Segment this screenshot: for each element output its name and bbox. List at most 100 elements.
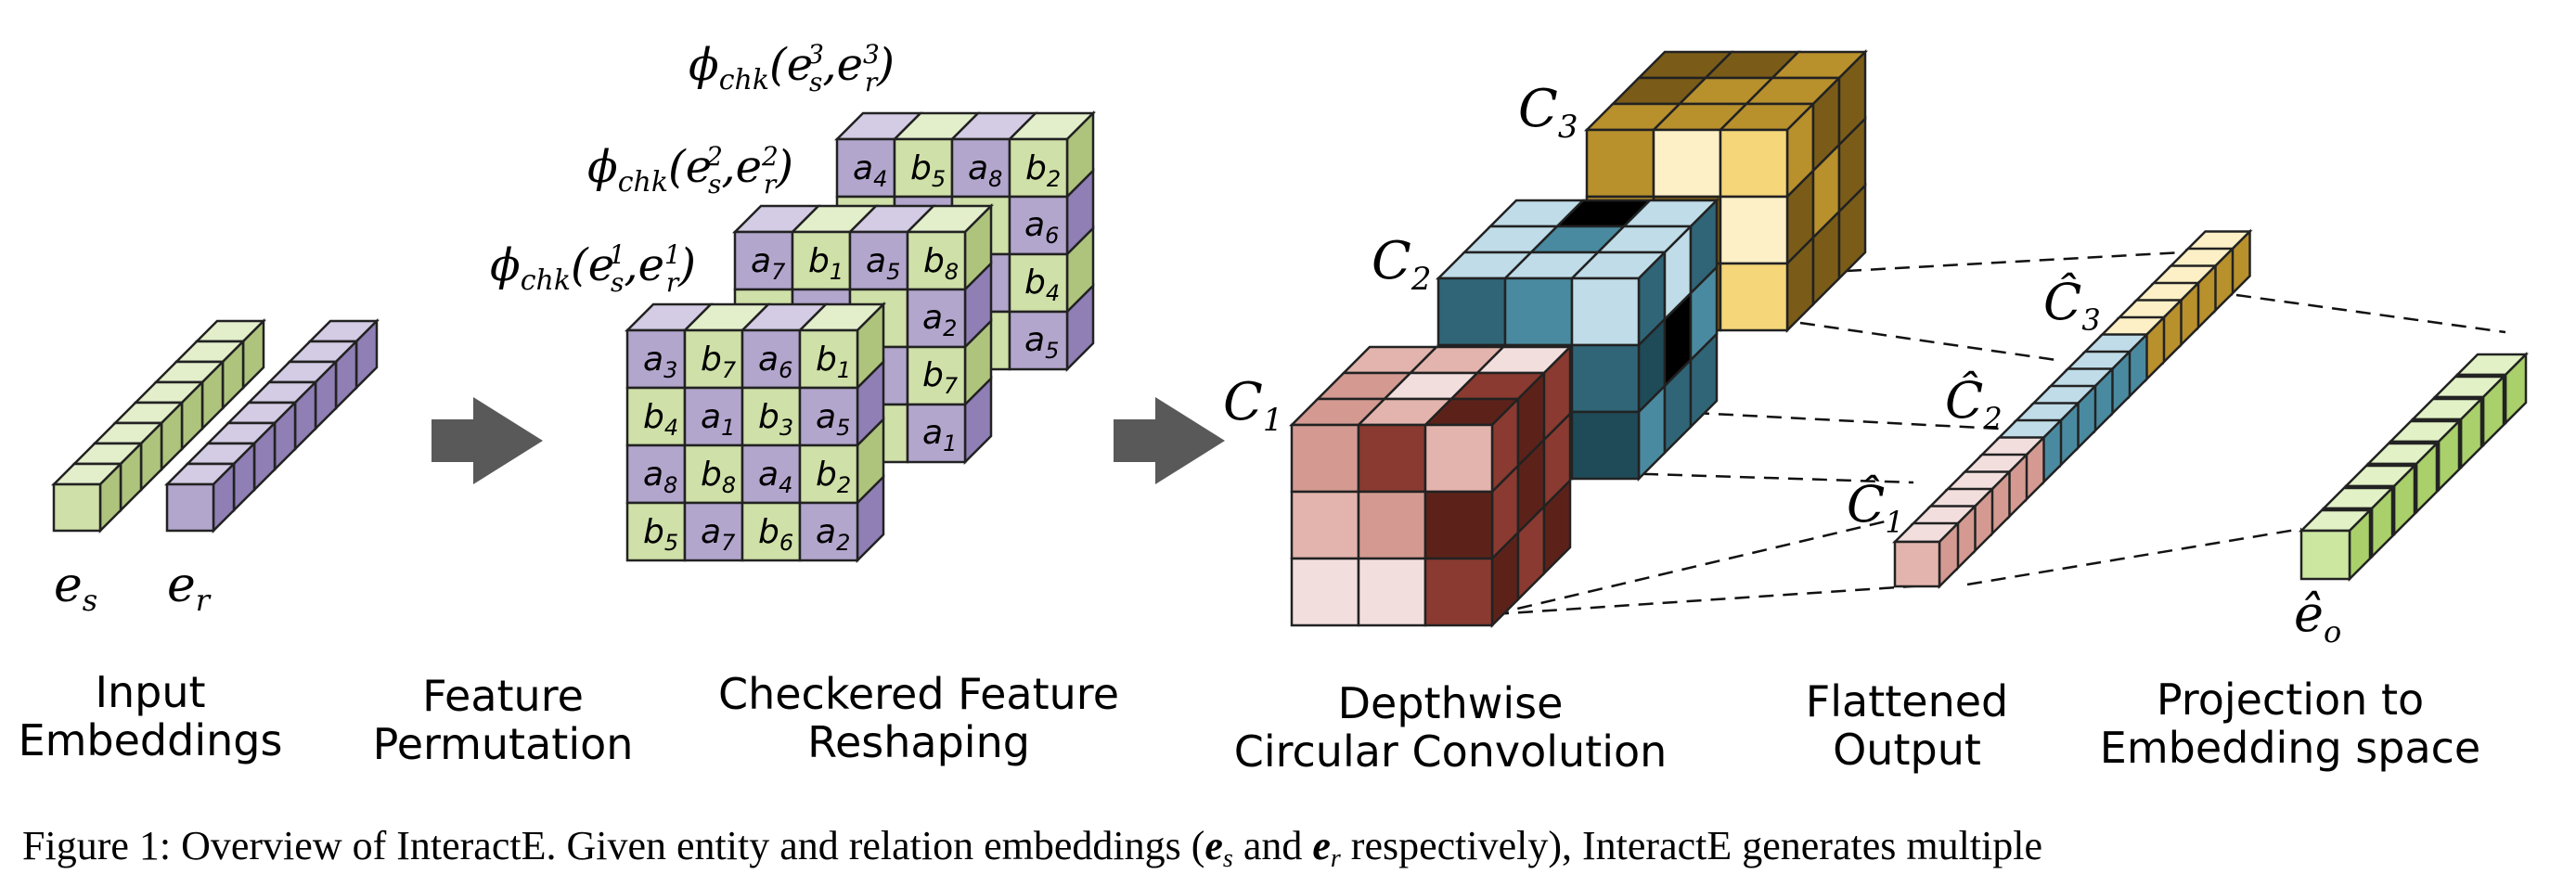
cube-c1 — [1288, 343, 1574, 629]
stack-front-cell-text: b7 — [701, 341, 737, 383]
cube-c1-front — [1423, 423, 1494, 494]
stack-middle-right-text: a1 — [922, 414, 957, 456]
dashed-line-5 — [1493, 583, 1940, 616]
stack-back-cell — [835, 137, 896, 199]
stack-front-cell — [625, 328, 687, 390]
stack-front-cell-text: a4 — [758, 456, 792, 498]
stack-middle-cell-text: a5 — [866, 242, 900, 285]
convolution-cubes — [1288, 48, 1869, 629]
stack-front-cell — [625, 386, 687, 447]
es-label: es — [54, 558, 97, 618]
cube-c1-front — [1290, 423, 1360, 494]
stack-front-cell-text: a3 — [643, 341, 677, 383]
cube-c1-front — [1357, 490, 1427, 560]
stack-front-cell-text: a8 — [643, 456, 677, 498]
c1-label: C1 — [1223, 372, 1283, 439]
cube-c2-front — [1570, 410, 1641, 481]
cube-c2-side — [1689, 330, 1719, 431]
stack-back-cell-text: b5 — [910, 149, 946, 192]
stack-middle-right-text: a2 — [922, 299, 957, 341]
stack-middle-right-text: b7 — [922, 356, 959, 399]
stack-back-right-text: a6 — [1024, 206, 1059, 249]
stack-back-cell-text: b2 — [1025, 149, 1061, 192]
eo-hat-label: êo — [2294, 585, 2341, 649]
dashed-line-1 — [1799, 321, 2057, 362]
input-embeddings — [50, 317, 380, 534]
stack-back-cell — [1008, 137, 1069, 199]
stack-front-cell-text: a5 — [816, 398, 850, 441]
cube-c1-front — [1357, 423, 1427, 494]
cube-c3-side — [1837, 182, 1867, 282]
stack-middle-cell-text: a7 — [751, 242, 786, 285]
dashed-line-2 — [1694, 411, 2000, 431]
cube-c1-front — [1357, 557, 1427, 627]
c1hat-label: Ĉ1 — [1847, 474, 1904, 540]
dashed-line-0 — [1846, 251, 2183, 273]
cube-c2-front — [1570, 276, 1641, 347]
stack-front-cell — [683, 443, 744, 505]
stack-front-cell-text: a7 — [701, 513, 736, 556]
stack-front-cell — [741, 386, 802, 447]
stack-front-cell-text: b5 — [643, 513, 678, 556]
cube-c3-front — [1652, 128, 1722, 199]
flat-cell-0-front — [1893, 540, 1941, 588]
stack-front-cell-text: b8 — [701, 456, 736, 498]
stack-middle-cell-text: b1 — [808, 242, 844, 285]
stack-back-cell — [1008, 195, 1069, 256]
c3hat-label: Ĉ3 — [2043, 272, 2101, 338]
dashed-line-7 — [2235, 293, 2506, 334]
cube-c2-front — [1503, 276, 1574, 347]
stack-middle-cell — [906, 230, 967, 291]
dashed-line-3 — [1618, 471, 1914, 484]
out-cell-0-front — [2299, 529, 2351, 581]
stack-back-right-text: b4 — [1024, 263, 1060, 306]
stack-back-cell — [1008, 310, 1069, 371]
projection-dashed-lines — [1493, 251, 2506, 616]
cube-c1-side — [1542, 477, 1572, 577]
stack-middle-cell — [733, 230, 794, 291]
dashed-line-6 — [1966, 527, 2302, 586]
cube-c1-front — [1290, 490, 1360, 560]
stack-back-cell-text: a4 — [853, 149, 887, 192]
cube-c1-front — [1423, 490, 1494, 560]
cube-c2-front — [1436, 276, 1507, 347]
cube-c1-front — [1423, 557, 1494, 627]
stack-front-cell-text: a6 — [758, 341, 792, 383]
cube-c1-front — [1290, 557, 1360, 627]
flattened-output-bar — [1891, 228, 2253, 590]
c2hat-label: Ĉ2 — [1945, 370, 2003, 436]
stack-front-cell — [683, 501, 744, 562]
c2-label: C2 — [1372, 231, 1432, 298]
stack-back-cell — [950, 137, 1011, 199]
arrow-convolution — [1114, 397, 1225, 484]
stack-front-cell-text: a2 — [816, 513, 850, 556]
stack-back-right-text: a5 — [1024, 321, 1059, 364]
stack-back-cell-text: a8 — [968, 149, 1002, 192]
stack-back-cell — [1008, 252, 1069, 314]
arrow-permutation — [431, 397, 543, 484]
output-embedding-bar — [2298, 351, 2530, 583]
stack-front-cell-text: a1 — [701, 398, 735, 441]
stack-front-cell-text: b1 — [816, 341, 851, 383]
stack-front-cell-text: b4 — [643, 398, 678, 441]
stack-front-cell-text: b2 — [816, 456, 851, 498]
er-label: er — [167, 558, 212, 618]
stack-front-cell — [798, 386, 859, 447]
stack-back-cell — [893, 137, 954, 199]
cube-c2-front — [1570, 343, 1641, 414]
checkered-reshaping-stack: a4 b5 a8 b2 a6 b4 a5 a7 b1 a5 b8 a2 b7 a1 a3 b7 a6 b1 b4 a1… — [624, 109, 1097, 564]
cube-c3-front — [1585, 128, 1655, 199]
stack-middle-cell — [906, 288, 967, 349]
